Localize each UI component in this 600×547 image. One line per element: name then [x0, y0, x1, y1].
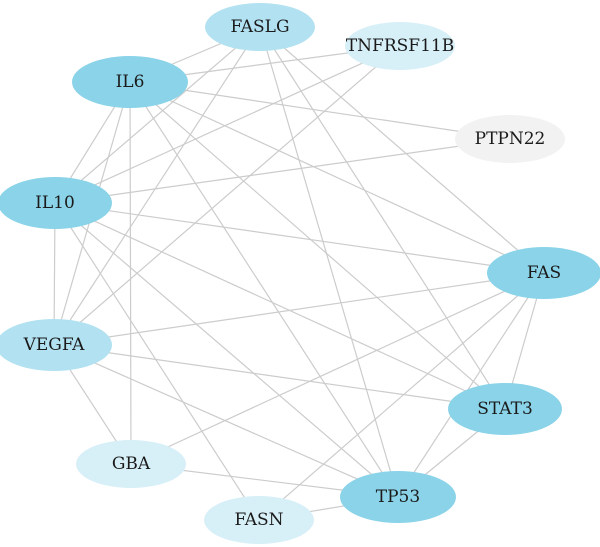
edge-il10-faslg	[54, 26, 261, 204]
node-ptpn22-label: PTPN22	[475, 129, 546, 149]
node-ptpn22-ellipse	[455, 115, 565, 163]
node-il6[interactable]: IL6	[72, 56, 188, 108]
edge-il6-fas	[129, 81, 545, 274]
edge-il6-stat3	[129, 81, 506, 410]
edge-il6-gba	[129, 81, 132, 465]
edge-vegfa-stat3	[53, 344, 506, 410]
node-vegfa[interactable]: VEGFA	[0, 319, 112, 371]
edge-il10-ptpn22	[54, 138, 511, 204]
edge-faslg-stat3	[259, 26, 506, 410]
edge-il10-fasn	[54, 202, 260, 521]
node-il10-label: IL10	[35, 193, 75, 213]
node-tnfrsf11b[interactable]: TNFRSF11B	[345, 22, 455, 70]
node-fasn-label: FASN	[234, 510, 283, 530]
edge-il10-tnfrsf11b	[54, 45, 401, 204]
edge-faslg-vegfa	[53, 26, 261, 346]
node-ptpn22[interactable]: PTPN22	[455, 115, 565, 163]
node-faslg-label: FASLG	[230, 17, 289, 37]
node-stat3-label: STAT3	[477, 399, 533, 419]
edge-tnfrsf11b-vegfa	[53, 45, 401, 346]
edge-fas-gba	[130, 272, 545, 465]
edge-il6-tp53	[129, 81, 399, 498]
edge-fas-tp53	[397, 272, 545, 498]
node-stat3[interactable]: STAT3	[448, 383, 562, 435]
node-fas[interactable]: FAS	[487, 247, 600, 299]
node-tnfrsf11b-ellipse	[345, 22, 455, 70]
node-il6-label: IL6	[116, 72, 145, 92]
node-stat3-ellipse	[448, 383, 562, 435]
node-tp53-ellipse	[340, 471, 456, 523]
edge-vegfa-tp53	[53, 344, 399, 498]
node-tnfrsf11b-label: TNFRSF11B	[346, 36, 454, 56]
edge-il10-stat3	[54, 202, 506, 410]
node-fasn-ellipse	[204, 496, 314, 544]
edge-faslg-tp53	[259, 26, 399, 498]
edge-il10-fas	[54, 202, 545, 274]
node-il10[interactable]: IL10	[0, 177, 112, 229]
edge-il6-ptpn22	[129, 81, 511, 140]
node-il10-ellipse	[0, 177, 112, 229]
node-vegfa-ellipse	[0, 319, 112, 371]
node-faslg[interactable]: FASLG	[205, 3, 315, 51]
edge-vegfa-fas	[53, 272, 545, 346]
node-fasn[interactable]: FASN	[204, 496, 314, 544]
node-tp53-label: TP53	[376, 487, 420, 507]
node-il6-ellipse	[72, 56, 188, 108]
node-fas-label: FAS	[527, 263, 561, 283]
edge-fas-fasn	[258, 272, 545, 521]
node-gba-label: GBA	[112, 454, 151, 474]
edge-faslg-fas	[259, 26, 545, 274]
node-gba[interactable]: GBA	[76, 440, 186, 488]
node-gba-ellipse	[76, 440, 186, 488]
edges-layer	[53, 26, 545, 521]
node-tp53[interactable]: TP53	[340, 471, 456, 523]
node-fas-ellipse	[487, 247, 600, 299]
node-vegfa-label: VEGFA	[23, 335, 86, 355]
node-faslg-ellipse	[205, 3, 315, 51]
edge-il10-tp53	[54, 202, 399, 498]
